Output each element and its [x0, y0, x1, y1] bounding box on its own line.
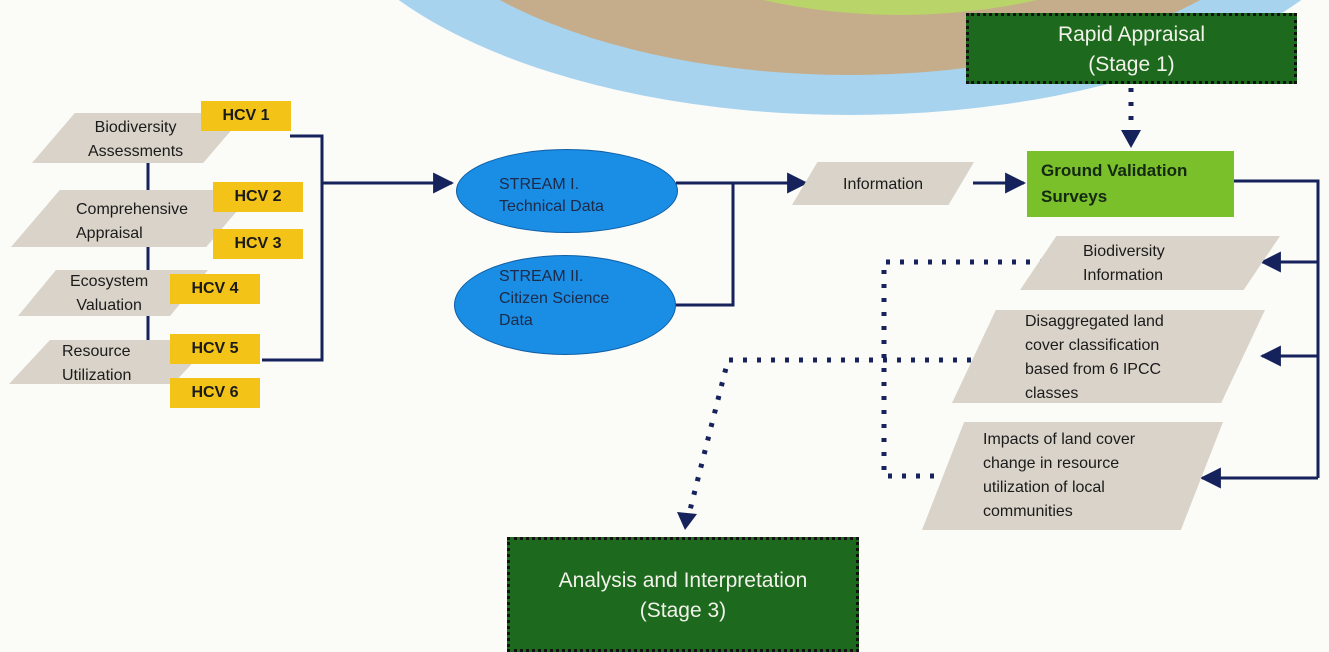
land-cover-impacts-label: Impacts of land cover change in resource… [983, 431, 1136, 520]
ground-validation-subtitle: Surveys [1041, 187, 1108, 206]
biodiversity-assessments-label: Biodiversity Assessments [88, 119, 184, 160]
stage3-title: Analysis and Interpretation [558, 569, 808, 592]
stream-1-ellipse: STREAM I. Technical Data [456, 149, 678, 233]
stream-2-subtitle: Citizen Science [499, 290, 610, 307]
biodiversity-information-label: Biodiversity Information [1083, 243, 1165, 284]
ground-validation-title: Ground Validation [1041, 161, 1188, 180]
hcv-1-tag: HCV 1 [201, 101, 291, 131]
hcv-6-tag: HCV 6 [170, 378, 260, 408]
stream-2-title: STREAM II. [499, 268, 584, 285]
information-shape [792, 162, 974, 205]
stage1-title: Rapid Appraisal [1057, 23, 1206, 46]
hcv-4-tag: HCV 4 [170, 274, 260, 304]
stream-1-title: STREAM I. [499, 176, 580, 193]
stage3-subtitle: (Stage 3) [639, 599, 727, 622]
stream-1-subtitle: Technical Data [499, 198, 604, 215]
comprehensive-appraisal-label: Comprehensive Appraisal [76, 201, 189, 242]
biodiversity-information-shape [1020, 236, 1280, 290]
stream-2-ellipse: STREAM II. Citizen Science Data [454, 255, 676, 355]
stage1-box: Rapid Appraisal (Stage 1) [966, 13, 1297, 84]
land-cover-classification-shape [952, 310, 1265, 403]
stream-2-subtitle-2: Data [499, 312, 533, 329]
land-cover-impacts-shape [922, 422, 1223, 530]
stage3-box: Analysis and Interpretation (Stage 3) [507, 537, 859, 652]
hcv-5-tag: HCV 5 [170, 334, 260, 364]
hcv-2-tag: HCV 2 [213, 182, 303, 212]
land-cover-classification-label: Disaggregated land cover classification … [1025, 313, 1164, 402]
ground-validation-box: Ground Validation Surveys [1027, 151, 1234, 217]
ecosystem-valuation-label: Ecosystem Valuation [70, 273, 149, 314]
resource-utilization-label: Resource Utilization [62, 343, 132, 384]
hcv-3-tag: HCV 3 [213, 229, 303, 259]
information-label: Information [843, 176, 924, 193]
stage1-subtitle: (Stage 1) [1088, 53, 1175, 76]
